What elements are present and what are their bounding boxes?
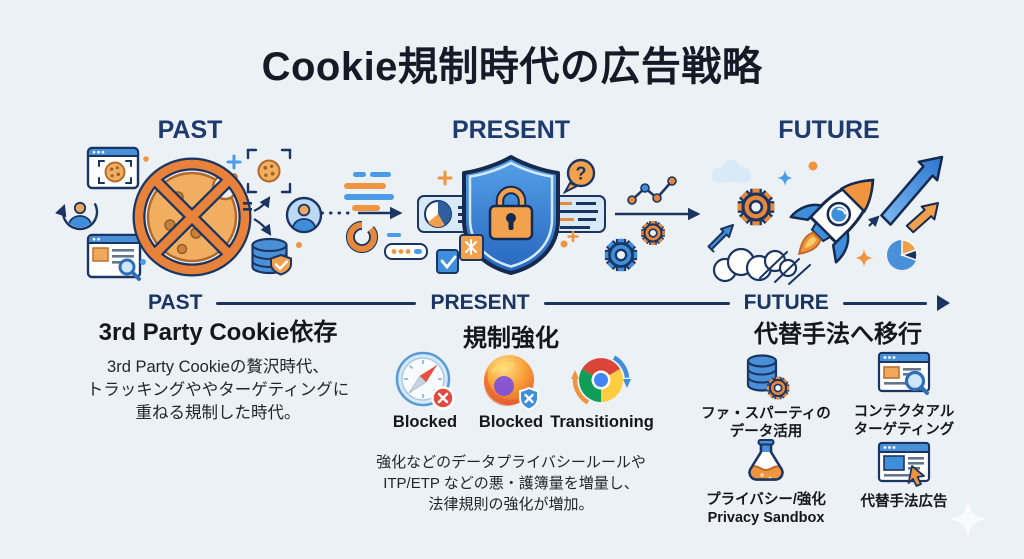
timeline-label-future: FUTURE	[743, 291, 829, 314]
future-item-label: ファ・スパーティの データ活用	[701, 406, 831, 440]
gear-icon	[738, 189, 774, 225]
past-body: 3rd Party Cookieの贅沢時代、 トラッキングややターゲティングに …	[86, 358, 350, 422]
present-body: 強化などのデータプライバシールールや ITP/ETP などの悪・護簿量を増量し、…	[376, 454, 646, 513]
chrome-transitioning-icon	[571, 355, 631, 405]
timeline-label-present: PRESENT	[430, 291, 530, 314]
svg-text:?: ?	[576, 164, 587, 184]
first-party-data-icon	[746, 354, 792, 402]
database-shield-icon	[251, 237, 292, 276]
future-item-label: プライバシー/強化 Privacy Sandbox	[706, 492, 826, 526]
stage-header-present: PRESENT	[451, 116, 571, 144]
progress-bar-icon	[384, 243, 428, 260]
browser-chrome: Transitioning	[544, 350, 660, 432]
future-item-privacy-sandbox: プライバシー/強化 Privacy Sandbox	[692, 438, 840, 527]
browser-search-window-icon	[86, 233, 142, 281]
alternative-ad-icon	[877, 441, 931, 487]
future-item-label: 代替手法広告	[860, 494, 948, 510]
big-growth-arrow-icon	[880, 155, 944, 226]
gear-icon	[641, 221, 665, 245]
future-item-alternative-ads: 代替手法広告	[830, 440, 978, 511]
dot-decoration	[560, 240, 568, 248]
question-bubble-icon: ?	[562, 158, 596, 195]
line-chart-icon	[627, 176, 677, 205]
dot-decoration	[143, 156, 149, 162]
cloud-icon	[712, 160, 751, 183]
sparkle-icon	[777, 170, 793, 186]
present-heading: 規制強化	[463, 325, 559, 352]
orange-growth-arrow-icon	[905, 202, 939, 234]
motion-lines	[759, 251, 811, 285]
stage-header-past: PAST	[157, 116, 223, 144]
contextual-targeting-icon	[877, 351, 931, 395]
dot-decoration	[808, 161, 818, 171]
timeline: PAST PRESENT FUTURE	[148, 291, 1008, 315]
plus-decoration-icon	[226, 154, 242, 170]
timeline-line	[543, 301, 730, 305]
dot-decoration	[296, 242, 302, 248]
sparkle-icon	[855, 249, 873, 267]
browser-safari: Blocked	[378, 350, 472, 432]
safari-blocked-icon	[395, 351, 455, 410]
gear-icon	[605, 239, 637, 271]
future-item-contextual-targeting: コンテクタアル ターゲティング	[830, 350, 978, 439]
pie-chart-icon	[887, 239, 918, 270]
text-lines-icon	[344, 172, 394, 211]
flow-arrows-icon	[243, 196, 272, 236]
dot-decoration	[140, 259, 146, 265]
browser-status: Blocked	[392, 413, 458, 431]
firefox-blocked-icon	[483, 355, 539, 411]
privacy-sandbox-icon	[748, 439, 784, 481]
plus-decoration-icon	[437, 170, 453, 186]
dash-decoration	[387, 233, 401, 237]
small-growth-arrow-icon	[707, 224, 734, 253]
future-illustration	[707, 155, 944, 285]
illustration-band: ?	[55, 146, 944, 285]
past-heading: 3rd Party Cookie依存	[98, 319, 338, 346]
stage-header-future: FUTURE	[778, 116, 880, 144]
browser-status: Blocked	[478, 413, 544, 431]
future-item-first-party-data: ファ・スパーティの データ活用	[692, 352, 840, 441]
donut-chart-icon	[345, 218, 379, 254]
timeline-line	[842, 301, 927, 305]
retargeting-user-icon	[55, 201, 99, 231]
timeline-line	[216, 301, 417, 305]
browser-status: Transitioning	[550, 413, 654, 431]
future-item-label: コンテクタアル ターゲティング	[853, 404, 955, 438]
tiny-arrow-icon	[867, 215, 880, 228]
future-heading: 代替手法へ移行	[754, 321, 922, 348]
browser-firefox: Blocked	[464, 350, 558, 432]
timeline-label-past: PAST	[148, 291, 203, 314]
burst-square-icon	[459, 234, 484, 261]
browser-cookie-window-icon	[86, 146, 140, 190]
smoke-cloud-icon	[712, 247, 798, 283]
sparkle-watermark-icon	[948, 499, 988, 539]
rocket-icon	[789, 178, 875, 264]
past-illustration	[55, 146, 323, 281]
present-illustration: ?	[344, 155, 677, 275]
no-cookie-sign-icon	[132, 157, 252, 277]
page-title: Cookie規制時代の広告戦略	[261, 45, 763, 89]
plus-decoration-icon	[567, 230, 579, 243]
timeline-arrowhead-icon	[936, 295, 950, 311]
cookie-scan-frame-icon	[246, 148, 292, 194]
user-icon	[285, 196, 323, 234]
security-shield-lock-icon	[462, 155, 560, 275]
check-square-icon	[436, 249, 459, 274]
